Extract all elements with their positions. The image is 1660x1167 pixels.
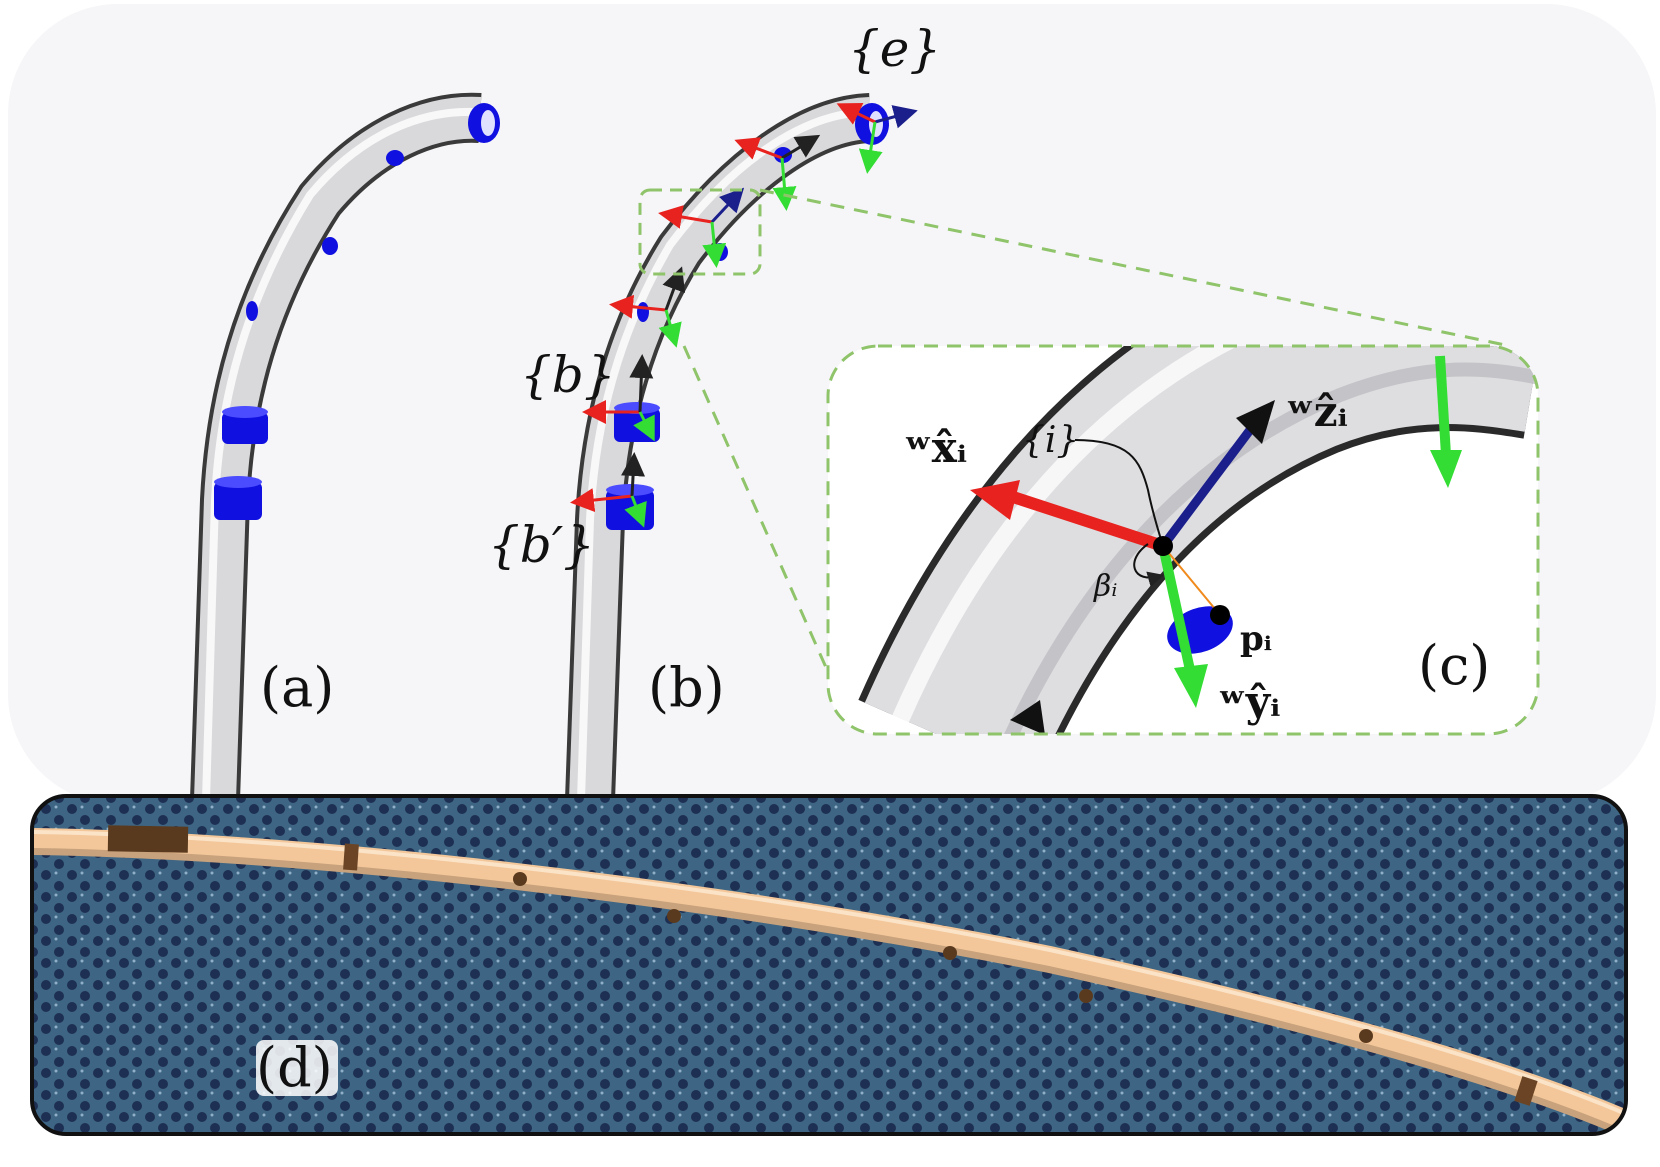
photo-d <box>30 794 1628 1136</box>
frame-label-b-prime: {b′} <box>488 516 595 574</box>
tube-a <box>190 92 500 801</box>
label-b: (b) <box>648 656 725 719</box>
frame-label-i: {i} <box>1022 420 1079 461</box>
angle-label: βᵢ <box>1093 569 1117 604</box>
z-axis-label: ʷẑᵢ <box>1286 387 1348 436</box>
marker-point <box>1210 605 1230 625</box>
x-axis-label: ʷx̂ᵢ <box>904 423 967 472</box>
zoom-guide-line <box>759 188 1511 348</box>
tube-a-dot-marker <box>246 301 258 321</box>
catheter-band-marker <box>1514 1076 1538 1106</box>
frame-label-e: {e} <box>848 20 941 78</box>
zoom-guide-line <box>682 345 830 673</box>
catheter-dot-marker <box>943 946 957 960</box>
catheter-dot-marker <box>1359 1029 1373 1043</box>
tube-a-band-marker <box>214 482 262 520</box>
catheter-band-marker <box>107 825 189 853</box>
point-label: pᵢ <box>1240 619 1272 659</box>
inset-c <box>826 344 1540 736</box>
tube-a-dot-marker <box>322 237 338 255</box>
frame-origin-point <box>1153 536 1173 556</box>
catheter-band-marker <box>343 843 359 871</box>
label-c: (c) <box>1418 634 1490 697</box>
label-a: (a) <box>260 656 334 719</box>
tube-b-dot-marker <box>637 302 649 322</box>
tube-a-band-marker <box>222 412 268 444</box>
tube-a-dot-marker <box>386 150 404 166</box>
y-axis-label: ʷŷᵢ <box>1218 677 1280 726</box>
catheter-dot-marker <box>1079 989 1093 1003</box>
tube-b <box>565 93 918 801</box>
catheter-dot-marker <box>513 872 527 886</box>
zoom-region-box <box>638 188 762 276</box>
frame-label-b: {b} <box>520 346 616 404</box>
catheter-dot-marker <box>667 909 681 923</box>
label-d: (d) <box>256 1036 333 1099</box>
tube-b-dot-marker <box>774 147 792 163</box>
